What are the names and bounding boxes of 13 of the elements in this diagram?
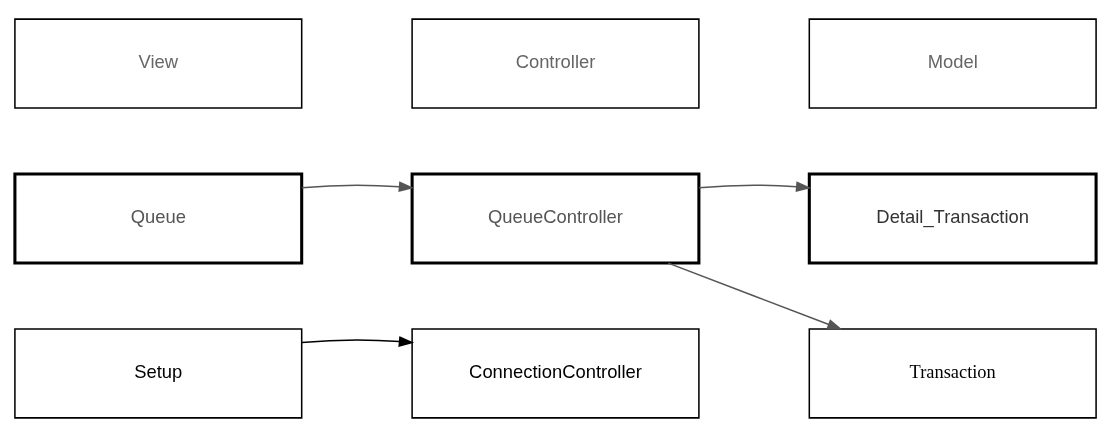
node-box: ConnectionController	[411, 327, 700, 419]
node-box: Setup	[14, 327, 303, 419]
node-box: Queue	[13, 172, 304, 264]
arrow	[667, 261, 843, 330]
node-box: Model	[808, 17, 1097, 109]
node-box: Transaction	[808, 327, 1097, 419]
arrow	[698, 180, 812, 192]
arrow	[301, 180, 415, 192]
node-box: View	[14, 17, 303, 109]
node-box: QueueController	[410, 172, 701, 264]
arrow	[301, 335, 415, 347]
node-box: Controller	[411, 17, 700, 109]
node-box: Detail_Transaction	[807, 172, 1098, 264]
